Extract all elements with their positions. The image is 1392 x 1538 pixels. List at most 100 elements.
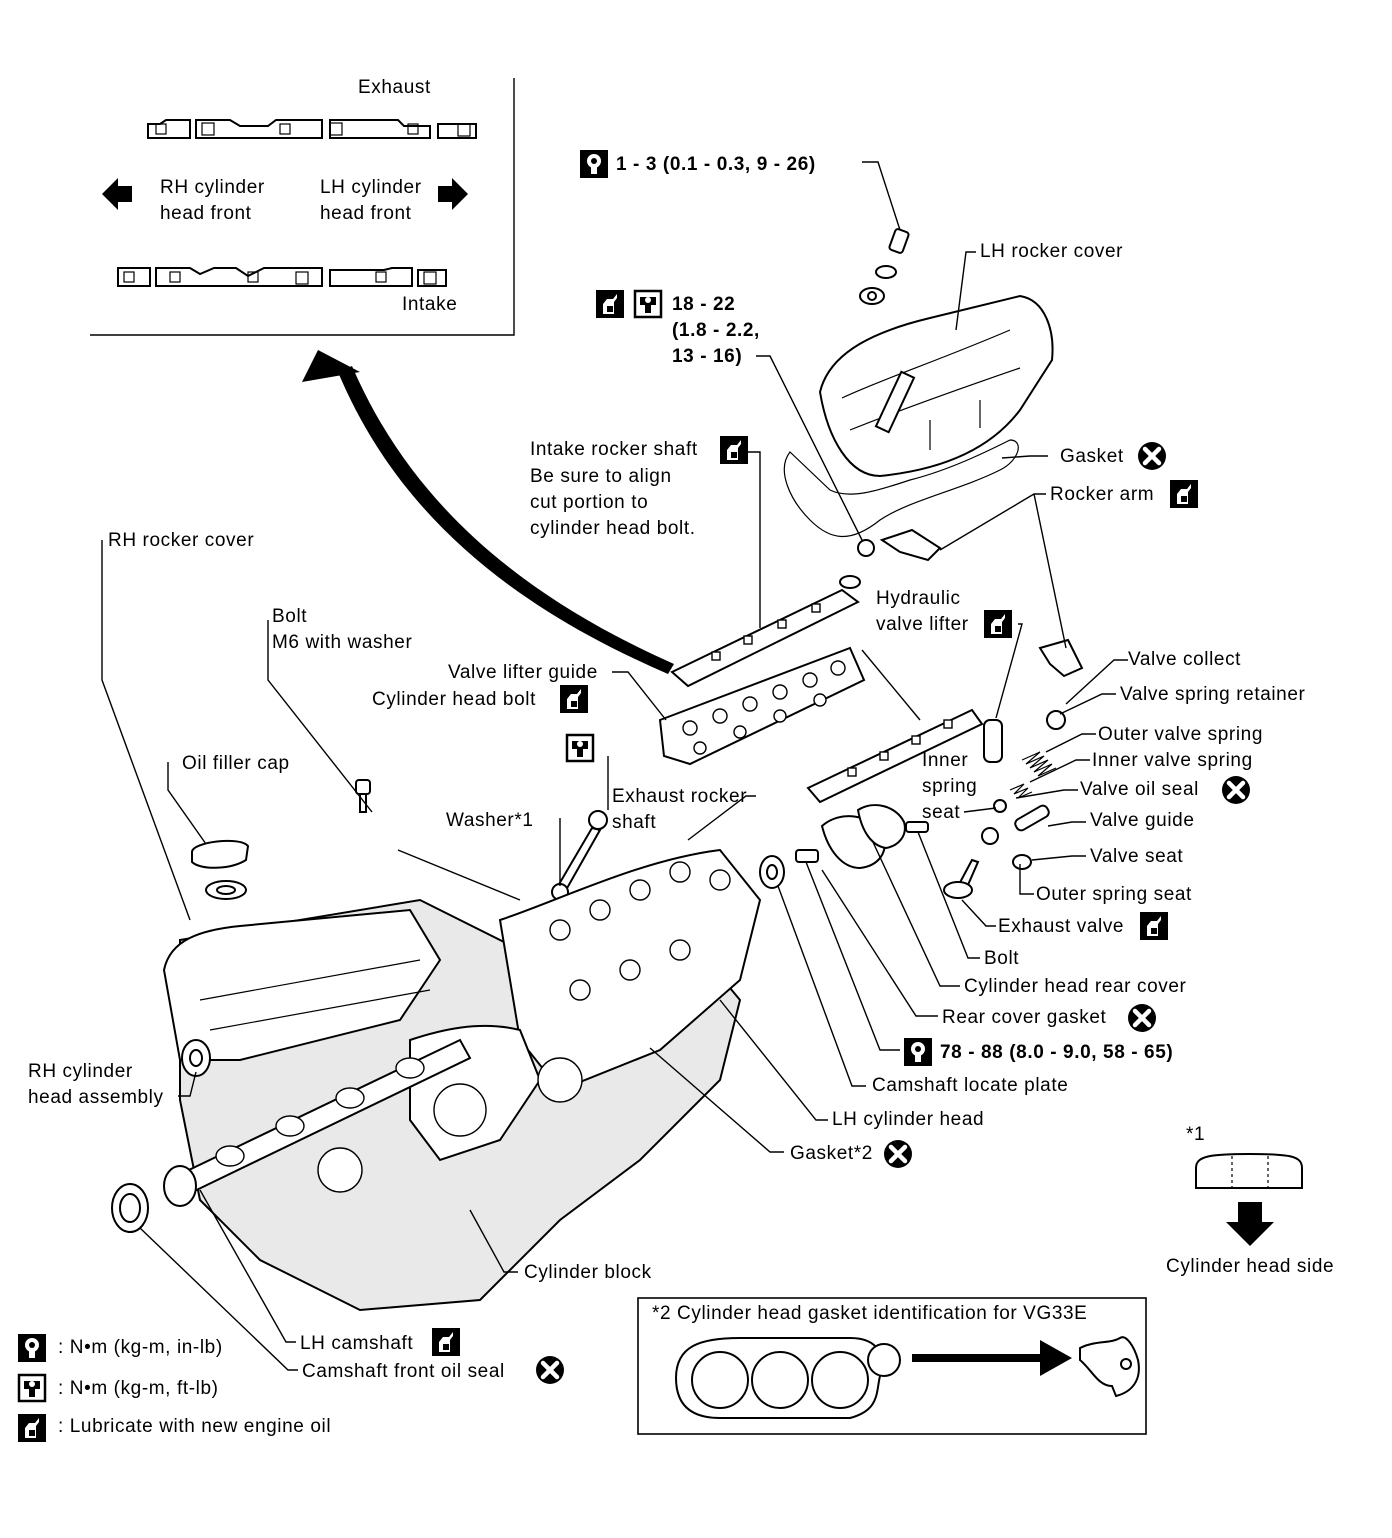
curved-arrow-icon: [302, 350, 674, 674]
inner-valve-spring-label: Inner valve spring: [1092, 750, 1253, 771]
inner-spring-seat-label-1: Inner: [922, 750, 968, 771]
rh-front-label-1: RH cylinder: [160, 177, 265, 198]
valve-seat-label: Valve seat: [1090, 846, 1183, 867]
cylinder-block-label: Cylinder block: [524, 1262, 652, 1283]
lube-icon: [984, 610, 1012, 638]
valve-oil-seal-label: Valve oil seal: [1080, 779, 1199, 800]
lh-front-label-2: head front: [320, 203, 412, 224]
align-note-3: cylinder head bolt.: [530, 518, 696, 539]
exhaust-rocker-shaft-label-1: Exhaust rocker: [612, 786, 747, 807]
rear-bolt-label: Bolt: [984, 948, 1019, 969]
torque-ft-lb-icon: [633, 289, 663, 319]
bolt-m6-drawing: [355, 779, 371, 813]
hydraulic-lifter-label-2: valve lifter: [876, 614, 969, 635]
torque-in-lb-icon: [580, 150, 608, 178]
torque-head-bolt-2: (1.8 - 2.2,: [672, 320, 760, 341]
rocker-arm-label: Rocker arm: [1050, 484, 1154, 505]
valve-spring-retainer-label: Valve spring retainer: [1120, 684, 1306, 705]
lube-icon: [596, 290, 624, 318]
torque-head-bolt-3: 13 - 16): [672, 346, 742, 367]
valve-lifter-guide-label: Valve lifter guide: [448, 662, 598, 683]
torque-cam-sprocket: 78 - 88 (8.0 - 9.0, 58 - 65): [940, 1042, 1173, 1063]
legend-in-lb: : N•m (kg-m, in-lb): [58, 1337, 223, 1358]
valve-train-drawing: [943, 710, 1066, 899]
lube-icon: [1140, 912, 1168, 940]
outer-valve-spring-label: Outer valve spring: [1098, 724, 1263, 745]
rear-cover-drawing: [759, 804, 929, 889]
torque-head-bolt-1: 18 - 22: [672, 294, 735, 315]
do-not-reuse-icon: [1222, 776, 1250, 804]
inset-intake-label: Intake: [402, 294, 457, 315]
align-note-2: cut portion to: [530, 492, 648, 513]
washer-label: Washer*1: [446, 810, 534, 831]
rocker-arm-drawing: [879, 528, 1084, 678]
do-not-reuse-icon: [1128, 1004, 1156, 1032]
exhaust-rocker-shaft-drawing: [806, 708, 984, 804]
leader-lines: [101, 161, 1128, 1371]
gasket-drawing: [783, 439, 1019, 538]
camshaft-front-seal-drawing: [111, 1183, 149, 1233]
rear-cover-gasket-label: Rear cover gasket: [942, 1007, 1107, 1028]
lube-icon: [18, 1414, 46, 1442]
oil-filler-cap-drawing: [191, 839, 250, 900]
torque-ft-lb-icon: [565, 733, 595, 763]
labels: 1 - 3 (0.1 - 0.3, 9 - 26) LH rocker cove…: [28, 150, 1334, 1384]
rh-rocker-cover-label: RH rocker cover: [108, 530, 254, 551]
torque-in-lb-icon: [18, 1334, 46, 1362]
inner-spring-seat-label-2: spring: [922, 776, 977, 797]
cylinder-block-drawing: [162, 848, 762, 1312]
camshaft-front-seal-label: Camshaft front oil seal: [302, 1361, 505, 1382]
valve-guide-label: Valve guide: [1090, 810, 1195, 831]
oil-filler-cap-label: Oil filler cap: [182, 753, 290, 774]
left-arrow-icon: [102, 178, 132, 210]
camshaft-drawing: [163, 1038, 472, 1207]
torque-cover-bolt: 1 - 3 (0.1 - 0.3, 9 - 26): [616, 154, 816, 175]
gasket2-label: Gasket*2: [790, 1143, 873, 1164]
vg33e-gasket-box: *2 Cylinder head gasket identification f…: [637, 1297, 1147, 1435]
lh-rocker-cover-label: LH rocker cover: [980, 241, 1123, 262]
intake-rail-icon: [117, 267, 447, 287]
exhaust-valve-label: Exhaust valve: [998, 916, 1124, 937]
camshaft-locate-plate-label: Camshaft locate plate: [872, 1075, 1068, 1096]
torque-ft-lb-icon: [17, 1373, 47, 1403]
bolt-m6-label: M6 with washer: [272, 632, 412, 653]
lh-front-label-1: LH cylinder: [320, 177, 422, 198]
inner-spring-seat-label-3: seat: [922, 802, 960, 823]
valve-collect-label: Valve collect: [1128, 649, 1241, 670]
do-not-reuse-icon: [884, 1140, 912, 1168]
lh-camshaft-label: LH camshaft: [300, 1333, 413, 1354]
lube-icon: [720, 436, 748, 464]
right-arrow-icon: [438, 178, 468, 210]
vg33e-label: *2 Cylinder head gasket identification f…: [652, 1303, 1087, 1324]
do-not-reuse-icon: [536, 1356, 564, 1384]
exhaust-rocker-shaft-label-2: shaft: [612, 812, 656, 833]
rear-cover-label: Cylinder head rear cover: [964, 976, 1187, 997]
cylinder-head-side-label: Cylinder head side: [1166, 1256, 1334, 1277]
lube-icon: [560, 685, 588, 713]
exhaust-rail-icon: [147, 119, 477, 139]
cylinder-head-bolt-label: Cylinder head bolt: [372, 689, 536, 710]
head-bolt-washer-2-drawing: [551, 810, 608, 901]
do-not-reuse-icon: [1138, 442, 1166, 470]
rh-head-assembly-label-2: head assembly: [28, 1087, 164, 1108]
cover-bolt-drawing: [859, 228, 910, 305]
legend: : N•m (kg-m, in-lb) : N•m (kg-m, ft-lb) …: [17, 1334, 331, 1442]
star1-label: *1: [1186, 1124, 1205, 1145]
inset-exhaust-label: Exhaust: [358, 77, 431, 98]
rh-front-label-2: head front: [160, 203, 252, 224]
bolt-label: Bolt: [272, 606, 307, 627]
outer-spring-seat-label: Outer spring seat: [1036, 884, 1192, 905]
layout-inset: Exhaust Intake RH cylinder head front LH…: [90, 77, 515, 336]
lh-rocker-cover-drawing: [818, 294, 1054, 478]
lube-icon: [432, 1328, 460, 1356]
head-bolt-washer-drawing: [839, 539, 875, 589]
intake-rocker-shaft-drawing: [670, 588, 860, 688]
washer-detail-icon: [1195, 1152, 1303, 1246]
lh-cylinder-head-label: LH cylinder head: [832, 1109, 984, 1130]
intake-rocker-shaft-label: Intake rocker shaft: [530, 439, 698, 460]
torque-in-lb-icon: [904, 1038, 932, 1066]
gasket-label: Gasket: [1060, 446, 1124, 467]
align-note-1: Be sure to align: [530, 466, 672, 487]
valve-lifter-guide-drawing: [658, 646, 866, 766]
